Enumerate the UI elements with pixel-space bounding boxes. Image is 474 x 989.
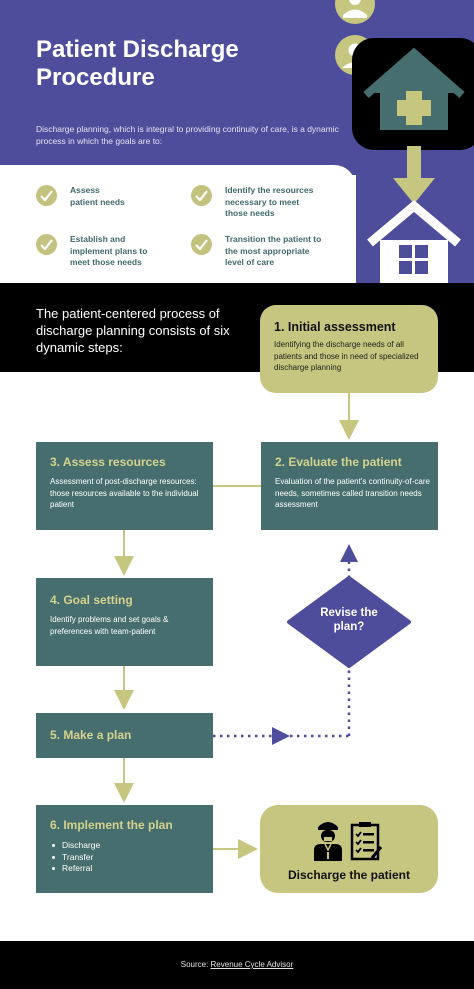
goal-text-line: the most appropriate xyxy=(225,245,310,256)
doctor-icon xyxy=(314,822,342,861)
check-icon xyxy=(36,185,57,206)
decision-label-line: plan? xyxy=(333,621,365,633)
step-6-box: 6. Implement the plan Discharge Transfer… xyxy=(36,805,213,893)
step-2-box: 2. Evaluate the patient Evaluation of th… xyxy=(261,442,438,530)
list-item: Transfer xyxy=(51,852,100,864)
connector-4-5 xyxy=(114,666,134,710)
goal-text-line: meet those needs xyxy=(70,257,142,267)
discharge-label: Discharge the patient xyxy=(287,868,411,882)
source-prefix: Source: xyxy=(180,960,211,969)
connector-1-2 xyxy=(339,393,359,440)
title-line-1: Patient Discharge xyxy=(36,36,239,63)
decision-label: Revise the plan? xyxy=(289,606,409,634)
connector-3-4 xyxy=(114,530,134,576)
intro-text: Discharge planning, which is integral to… xyxy=(36,124,339,146)
connector-6-discharge xyxy=(213,839,258,859)
hospital-icon xyxy=(352,38,474,150)
connector-5-decision xyxy=(213,664,351,745)
check-icon xyxy=(191,234,212,255)
steps-intro-text: The patient-centered process of discharg… xyxy=(36,306,230,355)
implement-options-list: Discharge Transfer Referral xyxy=(51,840,101,875)
decision-label-line: Revise the xyxy=(320,607,378,619)
goal-text-line: Identify the resources xyxy=(225,185,314,195)
decision-diamond xyxy=(287,576,411,668)
down-arrow-icon xyxy=(393,146,435,204)
list-item: Referral xyxy=(51,863,100,875)
check-icon xyxy=(36,234,57,255)
home-icon xyxy=(367,200,461,285)
step-1-box: 1. Initial assessment Identifying the di… xyxy=(260,305,438,393)
step-title: 6. Implement the plan xyxy=(50,818,173,832)
connector-decision-2 xyxy=(340,544,358,578)
goal-text-line: necessary to meet xyxy=(225,196,300,207)
goal-text-line: Transition the patient to xyxy=(225,234,322,244)
footer xyxy=(0,941,474,989)
step-title: 2. Evaluate the patient xyxy=(275,455,402,469)
clipboard-checklist-icon xyxy=(350,822,382,861)
connector-5-6 xyxy=(114,758,134,803)
goal-text-line: Establish and xyxy=(70,234,126,244)
user-avatar-icon xyxy=(335,0,375,24)
goals-card: Assess patient needs Identify the resour… xyxy=(0,165,356,283)
step-3-box: 3. Assess resources Assessment of post-d… xyxy=(36,442,213,530)
discharge-box: Discharge the patient xyxy=(260,805,438,893)
title-line-2: Procedure xyxy=(36,64,155,91)
goal-text-line: patient needs xyxy=(70,196,125,207)
step-title: 1. Initial assessment xyxy=(274,320,396,334)
goal-text-line: those needs xyxy=(225,208,275,218)
step-title: 4. Goal setting xyxy=(50,593,133,607)
header-icons xyxy=(335,0,474,285)
step-description: Evaluation of the patient's continuity-o… xyxy=(275,477,430,509)
check-icon xyxy=(191,185,212,206)
list-item: Discharge xyxy=(51,840,101,850)
goal-text-line: implement plans to xyxy=(70,245,148,256)
step-title: 3. Assess resources xyxy=(50,455,166,469)
goal-text-line: level of care xyxy=(225,257,275,267)
step-4-box: 4. Goal setting Identify problems and se… xyxy=(36,578,213,666)
goal-text-line: Assess xyxy=(70,185,100,195)
step-description: Identifying the discharge needs of all p… xyxy=(274,340,419,372)
step-5-box: 5. Make a plan xyxy=(36,713,213,758)
page-title: Patient Discharge Procedure xyxy=(36,36,316,92)
source-link[interactable]: Revenue Cycle Advisor xyxy=(210,960,294,969)
step-description: Identify problems and set goals & prefer… xyxy=(50,615,169,636)
source-line: Source: Revenue Cycle Advisor xyxy=(0,960,474,969)
step-title: 5. Make a plan xyxy=(50,728,132,742)
step-description: Assessment of post-discharge resources: … xyxy=(50,477,199,509)
